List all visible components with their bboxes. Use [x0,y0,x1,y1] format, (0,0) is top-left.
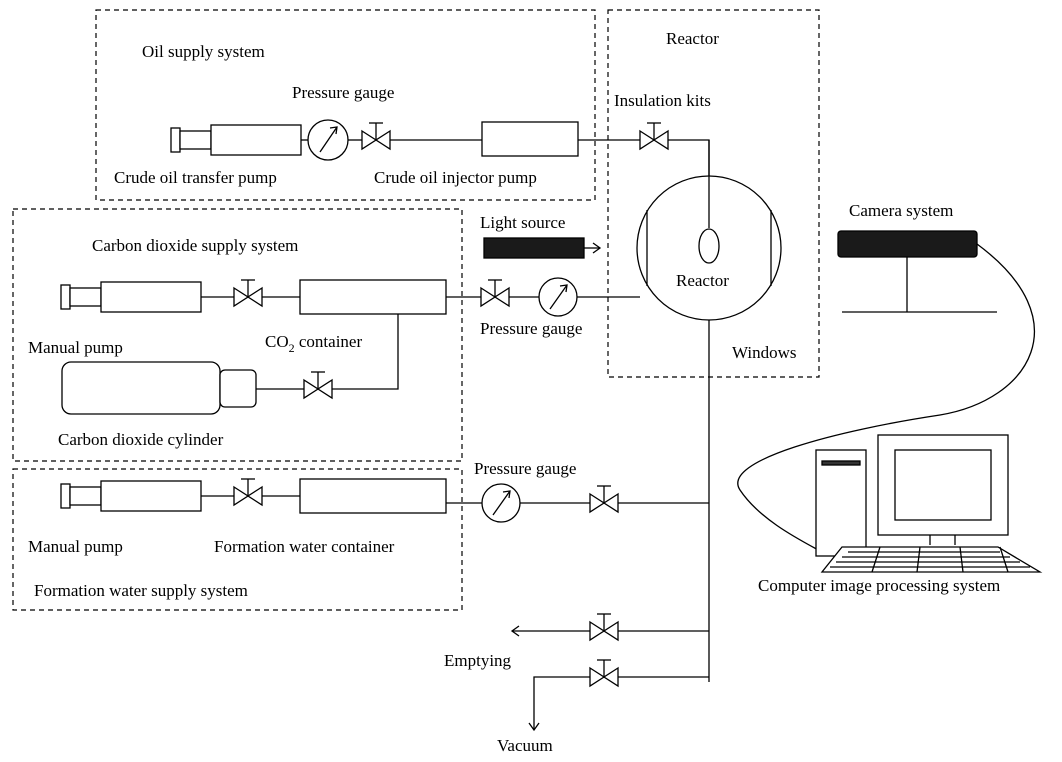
arrow-head [528,722,540,732]
valve-icon [589,659,619,688]
windows-label: Windows [732,343,796,362]
manual-pump-co2 [60,281,202,313]
camera-icon [837,230,997,313]
valve-icon [589,485,619,514]
valve-icon [303,371,333,400]
formation-water-container-label: Formation water container [214,537,395,556]
camera-system-label: Camera system [849,201,953,220]
oil-drop [698,228,720,264]
carbon-dioxide-cylinder [61,361,257,415]
carbon-dioxide-cylinder-label: Carbon dioxide cylinder [58,430,224,449]
arrow-head [592,242,602,254]
valve-icon [361,122,391,151]
valve-icon [233,279,263,308]
light-source-label: Light source [480,213,565,232]
valve-icon [639,122,669,151]
manual-pump-water [60,480,202,512]
reactor-vessel [636,140,782,321]
valve-icon [480,279,510,308]
co2-container-label: CO2 container [265,332,362,355]
reactor-vessel-label: Reactor [676,271,729,290]
valve-icon [233,478,263,507]
crude-oil-transfer-pump [170,124,302,156]
crude-oil-transfer-pump-label: Crude oil transfer pump [114,168,277,187]
water-supply-boundary [12,468,463,611]
pressure-gauge-label: Pressure gauge [292,83,394,102]
camera-cable [737,243,1036,553]
oil-supply-system-label: Oil supply system [142,42,265,61]
co2-container [299,279,447,315]
formation-water-container [299,478,447,514]
pressure-gauge-icon [538,277,578,317]
vacuum-pipe [533,676,590,730]
manual-pump-co2-label: Manual pump [28,338,123,357]
pipe [332,314,399,390]
pressure-gauge-label: Pressure gauge [474,459,576,478]
emptying-label: Emptying [444,651,512,670]
arrow-head [510,625,520,637]
crude-oil-injector-pump [481,121,579,157]
pressure-gauge-icon [307,119,349,161]
computer-image-processing-label: Computer image processing system [758,576,1000,595]
insulation-kits-label: Insulation kits [614,91,711,110]
pressure-gauge-icon [481,483,521,523]
co2-supply-system-label: Carbon dioxide supply system [92,236,298,255]
computer-icon [815,434,1043,573]
oil-supply-boundary [95,9,596,201]
light-source-bar [483,237,585,259]
water-supply-system-label: Formation water supply system [34,581,248,600]
valve-icon [589,613,619,642]
reactor-boundary [607,9,820,378]
manual-pump-water-label: Manual pump [28,537,123,556]
pressure-gauge-label: Pressure gauge [480,319,582,338]
vacuum-label: Vacuum [497,736,553,755]
crude-oil-injector-pump-label: Crude oil injector pump [374,168,537,187]
reactor-system-label: Reactor [666,29,719,48]
